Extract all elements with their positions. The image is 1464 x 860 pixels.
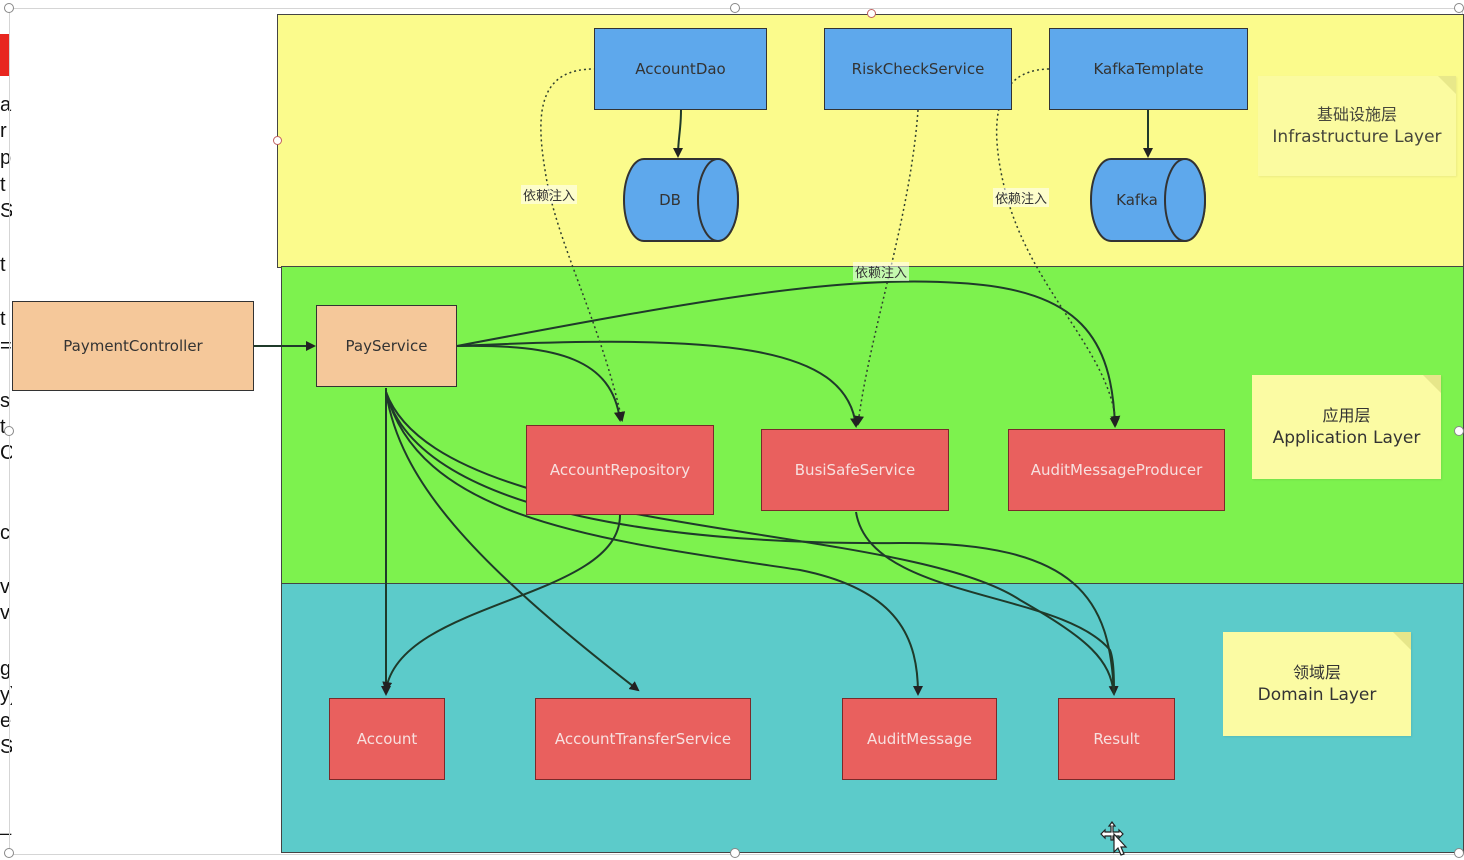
node-pay-service[interactable]: PayService [316,305,457,387]
resize-handle-bottom-middle[interactable] [730,848,740,858]
resize-handle-top-left[interactable] [4,3,14,13]
node-audit-message[interactable]: AuditMessage [842,698,997,780]
left-edge-fragment: r [0,120,7,142]
left-edge-fragment: t [0,254,6,276]
di-dao-to-repository [540,68,626,422]
edge-pay-to-transfer [385,391,640,692]
edge-repository-to-account [382,514,621,692]
resize-handle-bottom-left[interactable] [4,848,14,858]
note-label-cn: 基础设施层 [1316,105,1397,124]
di-label-right: 依赖注入 [993,188,1050,207]
node-audit-message-producer[interactable]: AuditMessageProducer [1008,429,1225,511]
note-fold [1393,632,1411,650]
node-kafka-cylinder[interactable]: Kafka [1089,158,1206,242]
layer-handle-left[interactable] [273,136,282,145]
move-cursor-icon [1098,820,1130,856]
node-result[interactable]: Result [1058,698,1175,780]
node-payment-controller[interactable]: PaymentController [12,301,254,391]
edge-pay-to-auditmessage [385,391,923,696]
node-risk-check-service[interactable]: RiskCheckService [824,28,1012,110]
resize-handle-top-middle[interactable] [730,3,740,13]
note-fold [1423,375,1441,393]
left-edge-fragment: a [0,94,12,116]
di-label-left: 依赖注入 [521,185,578,204]
layer-handle-top[interactable] [867,9,876,18]
note-label-en: Application Layer [1272,428,1421,448]
node-account-repository[interactable]: AccountRepository [526,425,714,515]
edge-pay-to-result-b [385,391,1115,695]
left-edge-fragment: g [0,658,12,680]
node-busi-safe-service[interactable]: BusiSafeService [761,429,949,511]
db-label: DB [659,191,681,209]
note-infrastructure-layer[interactable]: 基础设施层 Infrastructure Layer [1258,76,1456,176]
node-kafka-template[interactable]: KafkaTemplate [1049,28,1248,110]
edge-pay-to-result-a [385,391,1119,696]
cylinder-shape [1090,158,1206,242]
left-edge-fragment: v [0,576,10,598]
left-edge-fragment: t [0,174,6,196]
resize-handle-right-middle[interactable] [1454,426,1464,436]
note-fold [1438,76,1456,94]
resize-handle-bottom-right[interactable] [1454,848,1464,858]
di-label-middle: 依赖注入 [853,262,910,281]
note-label-en: Domain Layer [1257,685,1377,705]
node-account-dao[interactable]: AccountDao [594,28,767,110]
note-application-layer[interactable]: 应用层 Application Layer [1252,375,1441,479]
note-domain-layer[interactable]: 领域层 Domain Layer [1223,632,1411,736]
edge-busisafe-to-result [855,511,1115,695]
left-edge-fragment: t [0,308,6,330]
left-edge-fragment: s [0,390,10,412]
left-edge-fragment: c [0,522,10,544]
kafka-label: Kafka [1116,191,1158,209]
node-db-cylinder[interactable]: DB [622,158,739,242]
node-account[interactable]: Account [329,698,445,780]
edge-pay-to-busisafe [456,340,860,428]
left-edge-red-rule [0,74,9,76]
resize-handle-top-right[interactable] [1454,3,1464,13]
edge-pay-to-repository [456,344,624,422]
left-edge-fragment: = [0,335,12,357]
left-edge-fragment: t [0,416,6,438]
edge-dao-to-db [673,109,684,158]
note-label-en: Infrastructure Layer [1272,127,1442,147]
left-edge-fragment: p [0,147,12,169]
cylinder-shape [623,158,739,242]
resize-handle-left-middle[interactable] [4,426,14,436]
node-account-transfer-service[interactable]: AccountTransferService [535,698,751,780]
edge-pay-to-auditproducer [456,280,1120,428]
left-edge-fragment: e [0,710,12,732]
note-label-cn: 应用层 [1322,406,1371,425]
left-edge-fragment: v [0,602,10,624]
left-edge-fragment: _ [0,814,12,836]
di-kafka-to-producer [995,68,1121,426]
note-label-cn: 领域层 [1292,663,1341,682]
left-edge-red-mark [0,34,9,76]
